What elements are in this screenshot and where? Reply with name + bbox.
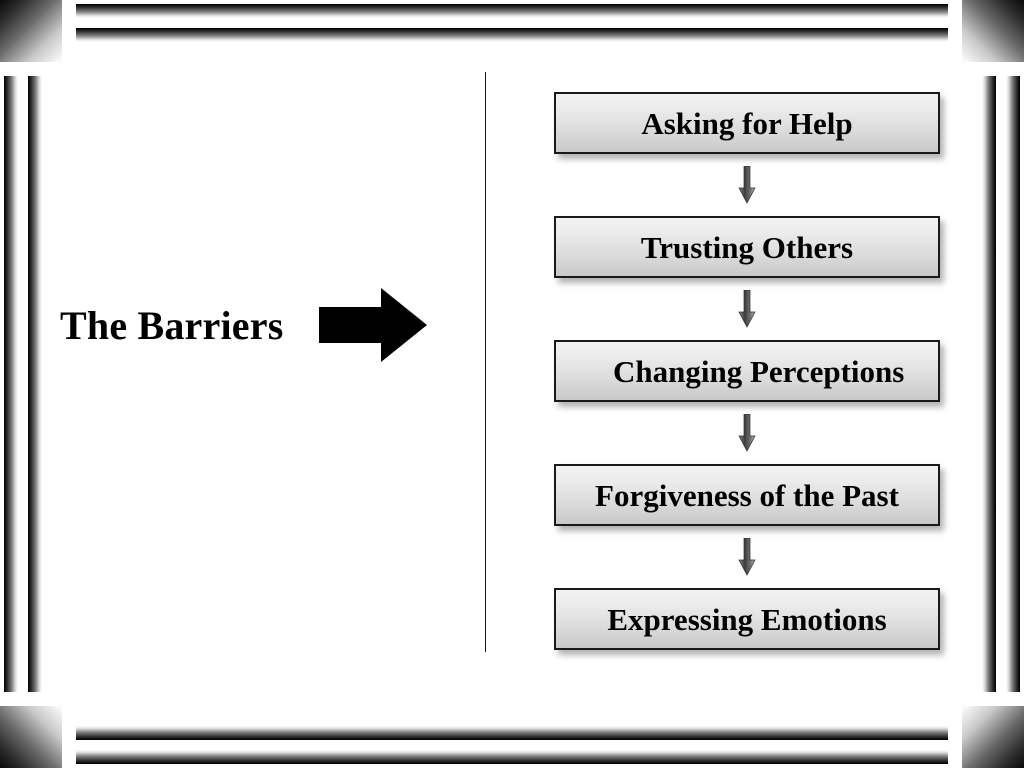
frame-rail-right-inner [982, 76, 996, 692]
flow-connector-2 [554, 278, 940, 340]
flow-connector-3 [554, 402, 940, 464]
flow-connector-1 [554, 154, 940, 216]
frame-rail-left-inner [28, 76, 42, 692]
flow-node-asking-for-help[interactable]: Asking for Help [554, 92, 940, 154]
flow-node-label: Expressing Emotions [607, 601, 887, 637]
down-arrow-icon [738, 166, 756, 204]
flow-node-label: Asking for Help [641, 105, 853, 141]
frame-rail-left-outer [4, 76, 18, 692]
frame-rail-bottom-inner [76, 726, 948, 740]
down-arrow-icon [738, 290, 756, 328]
barriers-flow: Asking for Help Trusting Others [554, 92, 940, 650]
flow-node-label: Changing Perceptions [612, 353, 905, 389]
flow-node-changing-perceptions[interactable]: Changing Perceptions [554, 340, 940, 402]
flow-connector-4 [554, 526, 940, 588]
page-title: The Barriers [60, 302, 284, 348]
heading-group: The Barriers [60, 280, 460, 370]
corner-ornament-top-right [962, 0, 1024, 62]
corner-ornament-bottom-right [962, 706, 1024, 768]
flow-node-label: Forgiveness of the Past [595, 477, 899, 513]
flow-node-label: Trusting Others [640, 229, 854, 265]
vertical-divider [485, 72, 486, 652]
frame-rail-top-outer [76, 4, 948, 18]
down-arrow-icon [738, 414, 756, 452]
flow-node-forgiveness-of-the-past[interactable]: Forgiveness of the Past [554, 464, 940, 526]
corner-ornament-bottom-left [0, 706, 62, 768]
flow-node-trusting-others[interactable]: Trusting Others [554, 216, 940, 278]
flow-node-expressing-emotions[interactable]: Expressing Emotions [554, 588, 940, 650]
frame-rail-right-outer [1006, 76, 1020, 692]
frame-rail-bottom-outer [76, 750, 948, 764]
frame-rail-top-inner [76, 28, 948, 42]
right-arrow-icon [319, 288, 428, 362]
corner-ornament-top-left [0, 0, 62, 62]
down-arrow-icon [738, 538, 756, 576]
